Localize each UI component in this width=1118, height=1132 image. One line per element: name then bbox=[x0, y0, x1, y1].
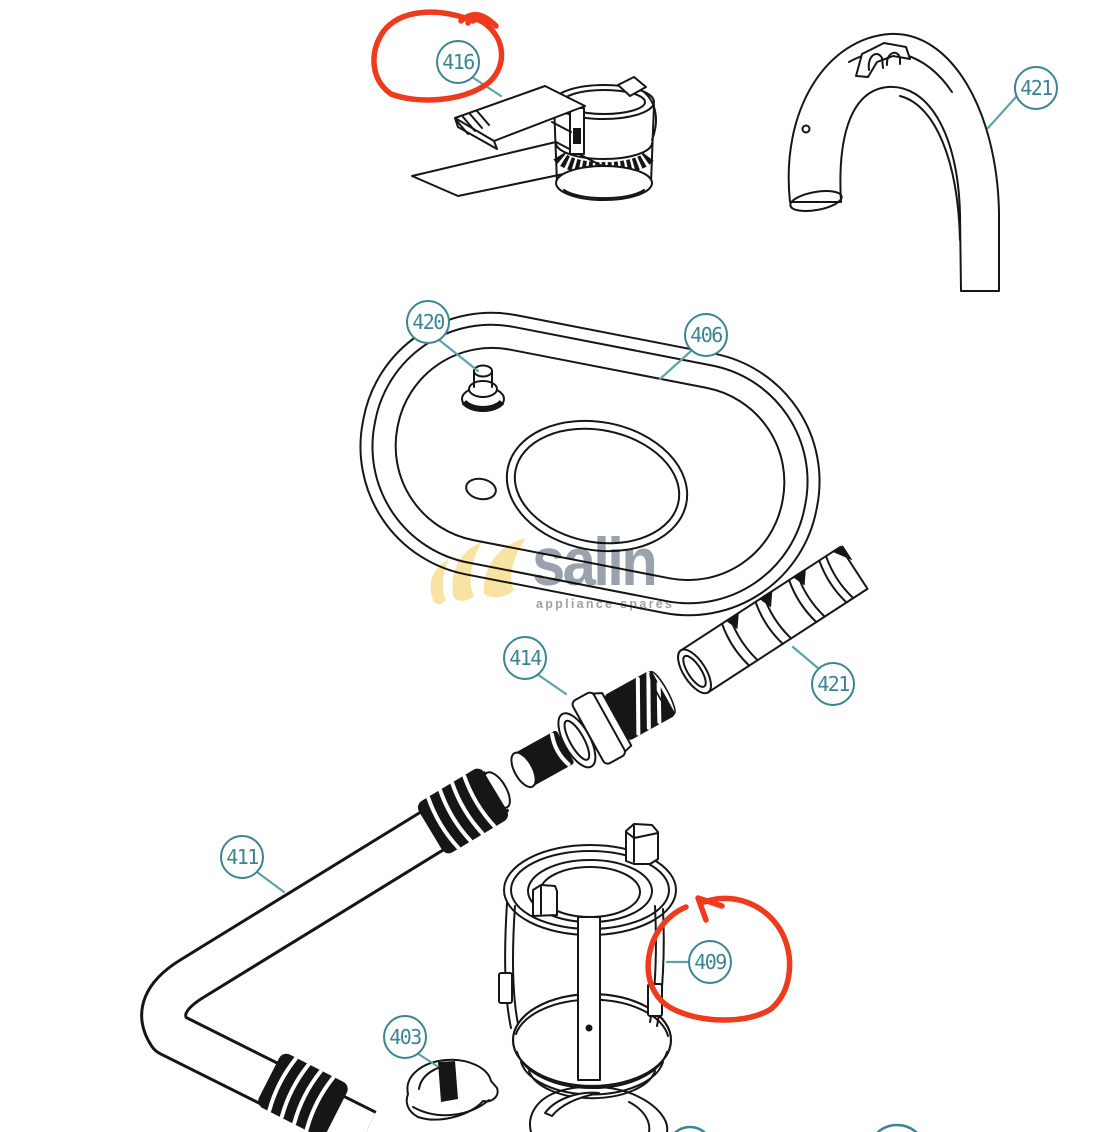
part-drawing-406 bbox=[359, 311, 821, 617]
part-drawing-416 bbox=[411, 76, 657, 201]
callout-403: 403 bbox=[383, 1015, 427, 1059]
partial-callout-circle-left bbox=[674, 1125, 706, 1132]
red-annotation-409 bbox=[645, 895, 793, 1023]
callout-411: 411 bbox=[220, 835, 264, 879]
part-drawing-411 bbox=[140, 768, 511, 1132]
partial-callout-circle-right bbox=[876, 1123, 918, 1132]
callout-406: 406 bbox=[684, 313, 728, 357]
part-drawing-421-hose bbox=[677, 545, 869, 695]
callout-409: 409 bbox=[688, 940, 732, 984]
red-annotation-416 bbox=[371, 9, 505, 103]
part-drawing-414 bbox=[510, 670, 676, 789]
callout-414: 414 bbox=[503, 636, 547, 680]
callout-416: 416 bbox=[436, 40, 480, 84]
callout-421-hose: 421 bbox=[811, 662, 855, 706]
part-drawing-420 bbox=[461, 364, 505, 412]
part-drawing-409 bbox=[498, 823, 677, 1100]
callout-421-hook: 421 bbox=[1014, 66, 1058, 110]
part-drawing-421-hook bbox=[787, 32, 1000, 292]
part-drawing-gasket-ring bbox=[529, 1085, 669, 1132]
callout-420: 420 bbox=[406, 300, 450, 344]
part-drawing-403 bbox=[405, 1058, 499, 1121]
